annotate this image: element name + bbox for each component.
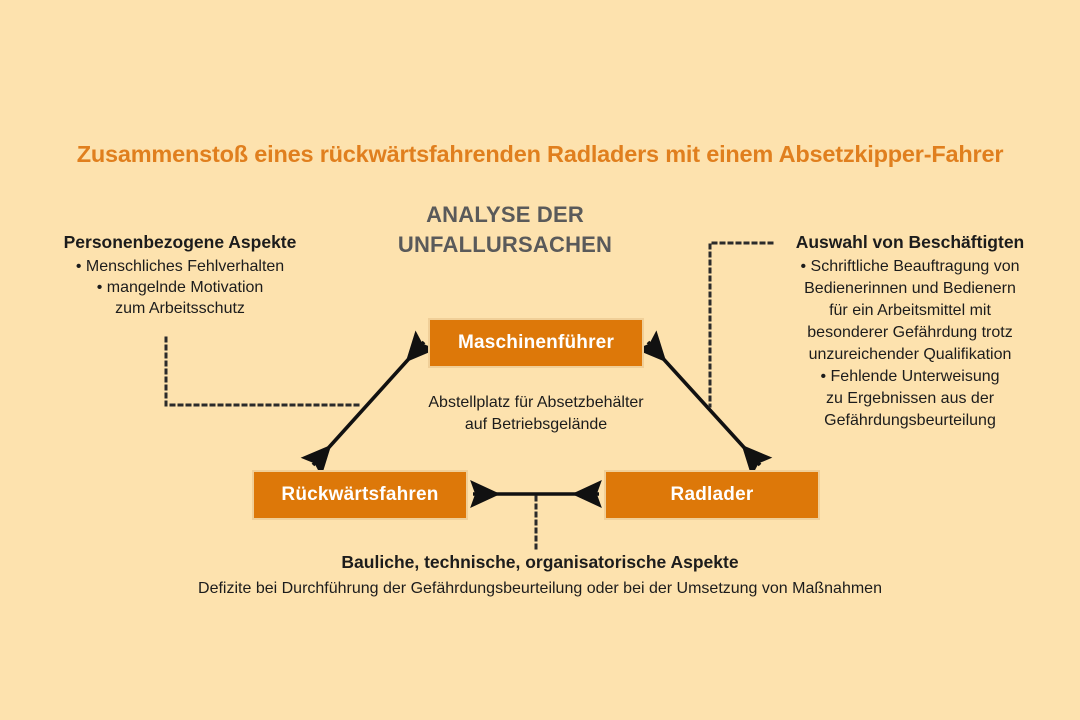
left-aspects-heading: Personenbezogene Aspekte <box>63 232 297 252</box>
analysis-heading: ANALYSE DER UNFALLURSACHEN <box>340 200 670 260</box>
node-maschinenfuehrer-label: Maschinenführer <box>457 332 615 353</box>
node-radlader-label: Radlader <box>670 484 754 505</box>
left-aspects-line: • Menschliches Fehlverhalten <box>75 258 285 275</box>
left-aspects-block: Personenbezogene Aspekte • Menschliches … <box>30 231 330 319</box>
right-aspects-line: Gefährdungsbeurteilung <box>824 412 996 429</box>
right-aspects-body: • Schriftliche Beauftragung von Bediener… <box>760 256 1060 432</box>
node-rueckwaertsfahren-label: Rückwärtsfahren <box>281 484 439 505</box>
right-aspects-line: • Fehlende Unterweisung <box>820 368 1000 385</box>
bottom-caption-heading: Bauliche, technische, organisatorische A… <box>341 552 739 572</box>
analysis-heading-line2: UNFALLURSACHEN <box>397 232 613 257</box>
bottom-caption-body: Defizite bei Durchführung der Gefährdung… <box>198 580 882 597</box>
center-caption: Abstellplatz für Absetzbehälter auf Betr… <box>386 392 686 436</box>
center-caption-line1: Abstellplatz für Absetzbehälter <box>428 394 644 411</box>
node-maschinenfuehrer[interactable]: Maschinenführer <box>428 318 644 368</box>
bottom-caption: Bauliche, technische, organisatorische A… <box>90 550 990 601</box>
page-title: Zusammenstoß eines rückwärtsfahrenden Ra… <box>76 141 1004 167</box>
left-aspects-line: zum Arbeitsschutz <box>115 300 245 317</box>
right-aspects-block: Auswahl von Beschäftigten • Schriftliche… <box>760 231 1060 432</box>
right-aspects-heading: Auswahl von Beschäftigten <box>795 232 1025 252</box>
right-aspects-line: zu Ergebnissen aus der <box>825 390 995 407</box>
left-aspects-line: • mangelnde Motivation <box>96 279 264 296</box>
analysis-heading-line1: ANALYSE DER <box>426 202 584 227</box>
node-radlader[interactable]: Radlader <box>604 470 820 520</box>
right-aspects-line: für ein Arbeitsmittel mit <box>829 302 991 319</box>
right-aspects-line: Bedienerinnen und Bedienern <box>804 280 1016 297</box>
dotted-left-personenbezogene <box>164 336 364 407</box>
node-rueckwaertsfahren[interactable]: Rückwärtsfahren <box>252 470 468 520</box>
right-aspects-line: • Schriftliche Beauftragung von <box>800 258 1020 275</box>
right-aspects-line: besonderer Gefährdung trotz <box>807 324 1013 341</box>
center-caption-line2: auf Betriebsgelände <box>464 416 608 433</box>
left-aspects-body: • Menschliches Fehlverhalten • mangelnde… <box>30 256 330 319</box>
right-aspects-line: unzureichender Qualifikation <box>808 346 1012 363</box>
